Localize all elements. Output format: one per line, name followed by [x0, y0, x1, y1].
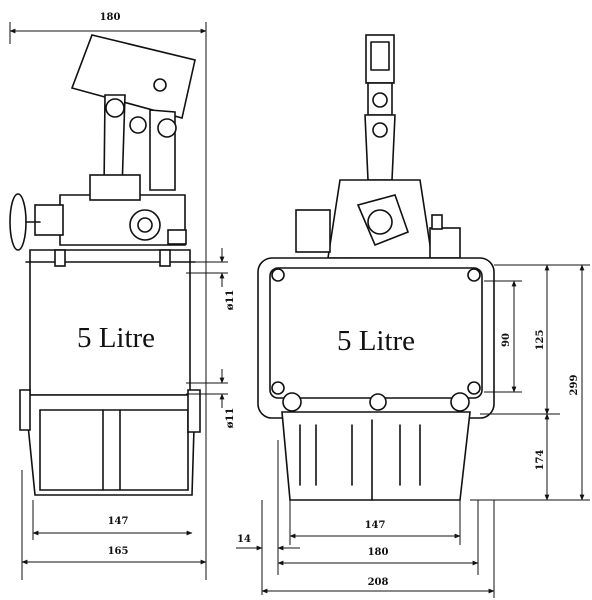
front-capacity-label: 5 Litre — [337, 325, 415, 357]
dim-125-label: 125 — [535, 330, 546, 351]
dim-208: 208 — [261, 500, 495, 598]
dim-180-front: 180 — [277, 440, 479, 575]
dim-hole-lower-label: ø11 — [225, 408, 236, 429]
reservoir-front: 5 Litre — [257, 257, 495, 419]
dim-165-side: 165 — [21, 546, 207, 565]
dim-hole-upper-label: ø11 — [225, 290, 236, 311]
dim-174-label: 174 — [535, 450, 546, 471]
side-capacity-label: 5 Litre — [77, 322, 155, 354]
dim-208-label: 208 — [368, 577, 389, 588]
dim-14: 14 — [236, 500, 300, 595]
handle-lever — [70, 34, 196, 191]
dim-174: 174 — [470, 413, 560, 501]
lower-tank-side — [19, 389, 201, 496]
dim-holes: ø11 ø11 — [186, 248, 236, 428]
lower-tank-front — [281, 392, 471, 501]
dim-299: 299 — [560, 264, 590, 501]
dim-14-label: 14 — [237, 534, 251, 545]
dim-top-label: 180 — [100, 12, 121, 23]
reservoir-side: 5 Litre — [25, 249, 196, 396]
side-view: 180 — [9, 12, 236, 580]
pump-head-front — [295, 179, 461, 276]
dim-90: 90 — [484, 280, 522, 393]
dim-90-label: 90 — [501, 333, 512, 347]
pump-body — [9, 174, 187, 251]
front-view: 5 Litre 90 125 — [236, 34, 590, 598]
dim-147-front: 147 — [289, 500, 461, 545]
dim-top-180: 180 — [9, 12, 207, 44]
dim-147-side: 147 — [32, 500, 193, 540]
dim-299-label: 299 — [569, 375, 580, 396]
dim-180-front-label: 180 — [368, 547, 389, 558]
dim-inner-width-label: 147 — [108, 516, 129, 527]
handle-front — [364, 34, 396, 181]
dim-outer-width-label: 165 — [108, 546, 129, 557]
dim-147-front-label: 147 — [365, 520, 386, 531]
